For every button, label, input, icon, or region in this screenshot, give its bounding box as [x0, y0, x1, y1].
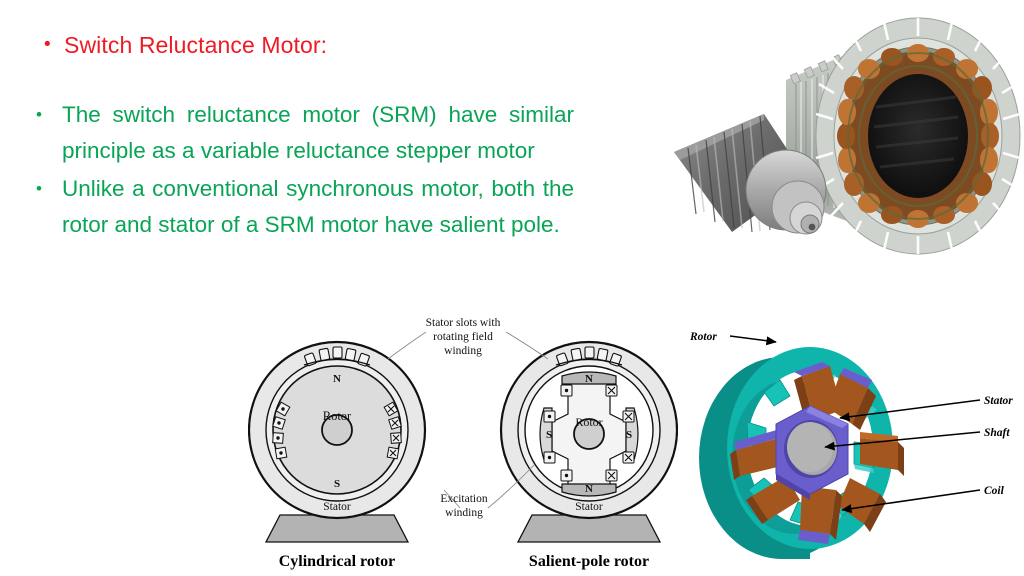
bullet-list: • The switch reluctance motor (SRM) have… — [30, 97, 575, 245]
stator-label-right: Stator — [575, 501, 603, 513]
figure-caption-right: Salient-pole rotor — [529, 553, 649, 570]
callout-excitation-winding: Excitation winding — [440, 464, 535, 519]
stator-slot-group-top-right — [555, 346, 623, 367]
srm-3d-labels: Rotor Stator Shaft Coil — [690, 331, 1013, 514]
bullet-marker-icon: • — [36, 105, 42, 124]
motor-photograph: 􀀀 — [636, 2, 1024, 302]
callout-stator-slots: Stator slots with rotating field winding — [387, 317, 549, 360]
rotor-label: Rotor — [323, 409, 352, 423]
page-title: Switch Reluctance Motor: — [64, 32, 328, 58]
label-shaft: Shaft — [984, 427, 1010, 439]
salient-pole-rotor — [674, 114, 827, 235]
bullet-text: The switch reluctance motor (SRM) have s… — [62, 102, 574, 163]
bullet-text: Unlike a conventional synchronous motor,… — [62, 176, 574, 237]
shaft-arrow — [824, 431, 981, 451]
rotor-cross-section-diagram: .ln { stroke:#111; fill:none; } .out { f… — [248, 310, 678, 576]
list-item: • Unlike a conventional synchronous moto… — [30, 171, 575, 243]
callout-stator-slots-line1: Stator slots with — [426, 317, 501, 329]
label-coil: Coil — [984, 485, 1005, 497]
pole-label-s-right: S — [626, 429, 632, 441]
pole-label-s: S — [334, 478, 340, 490]
winding-dots-left — [272, 401, 291, 460]
pole-label-s-left: S — [546, 429, 552, 441]
salient-pole-rotor-figure: N N S S Rotor Stator Salient-pole rotor — [499, 340, 678, 570]
title-bullet-icon: • — [44, 34, 51, 55]
callout-excitation-line1: Excitation — [440, 493, 488, 505]
bullet-marker-icon: • — [36, 179, 42, 198]
coil-arrow — [841, 489, 981, 514]
label-rotor: Rotor — [690, 331, 717, 343]
rotor-arrow — [729, 335, 777, 346]
callout-excitation-line2: winding — [445, 507, 483, 519]
label-stator: Stator — [984, 395, 1013, 407]
pole-label-n-bottom: N — [585, 483, 593, 495]
stator-bore — [868, 74, 968, 198]
pole-label-n-top: N — [585, 373, 593, 385]
winding-crosses-right — [383, 401, 402, 460]
list-item: • The switch reluctance motor (SRM) have… — [30, 97, 575, 169]
figure-caption-left: Cylindrical rotor — [279, 553, 396, 570]
pole-shoes — [539, 371, 639, 497]
callout-stator-slots-line3: winding — [444, 345, 482, 357]
slide-title: • Switch Reluctance Motor: — [30, 30, 590, 60]
cylindrical-rotor-figure: N Rotor S Stator Cylindrical rotor — [248, 340, 427, 570]
stator-slot-group-top — [303, 346, 371, 367]
pole-label-n: N — [333, 373, 341, 385]
stator-label: Stator — [323, 501, 351, 513]
rotor-label-right: Rotor — [575, 415, 602, 429]
callout-stator-slots-line2: rotating field — [433, 331, 493, 343]
srm-3d-diagram: .lab3d { font-family:"Liberation Serif",… — [690, 318, 1024, 576]
stator-arrow — [839, 399, 981, 422]
